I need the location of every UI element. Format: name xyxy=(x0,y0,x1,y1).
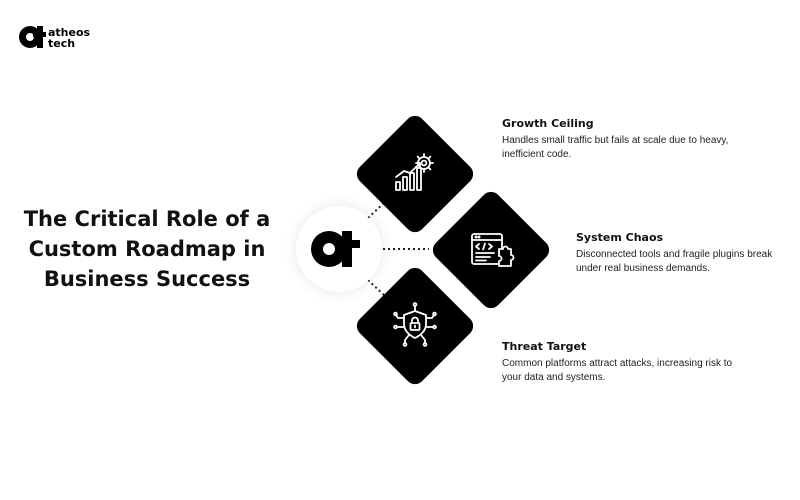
item-growth-ceiling: Growth Ceiling Handles small traffic but… xyxy=(502,117,752,162)
item-title: System Chaos xyxy=(576,231,664,244)
growth-chart-gear-icon xyxy=(395,153,434,191)
item-threat-target: Threat Target Common platforms attract a… xyxy=(502,340,752,385)
item-description: Disconnected tools and fragile plugins b… xyxy=(576,249,773,274)
item-system-chaos: System Chaos Disconnected tools and frag… xyxy=(576,231,796,276)
hub-circle xyxy=(296,206,382,292)
item-title: Growth Ceiling xyxy=(502,117,594,130)
hub-logo-icon xyxy=(311,231,360,267)
item-title: Threat Target xyxy=(502,340,587,353)
page-headline: The Critical Role of a Custom Roadmap in… xyxy=(18,204,276,294)
brand-mark-icon xyxy=(19,26,46,48)
shield-lock-circuit-icon xyxy=(393,302,437,347)
headline-line-3: Business Success xyxy=(43,267,251,291)
connector-top xyxy=(367,201,386,219)
headline-line-2: Custom Roadmap in xyxy=(28,237,266,261)
connector-bottom xyxy=(367,279,386,297)
headline-line-1: The Critical Role of a xyxy=(23,207,271,231)
code-window-puzzle-icon xyxy=(471,233,515,267)
item-description: Common platforms attract attacks, increa… xyxy=(502,358,733,383)
brand-logo: atheos tech xyxy=(18,24,108,54)
brand-name-line2: tech xyxy=(48,37,76,50)
item-description: Handles small traffic but fails at scale… xyxy=(502,135,729,160)
brand-name-line1: atheos xyxy=(48,26,91,39)
